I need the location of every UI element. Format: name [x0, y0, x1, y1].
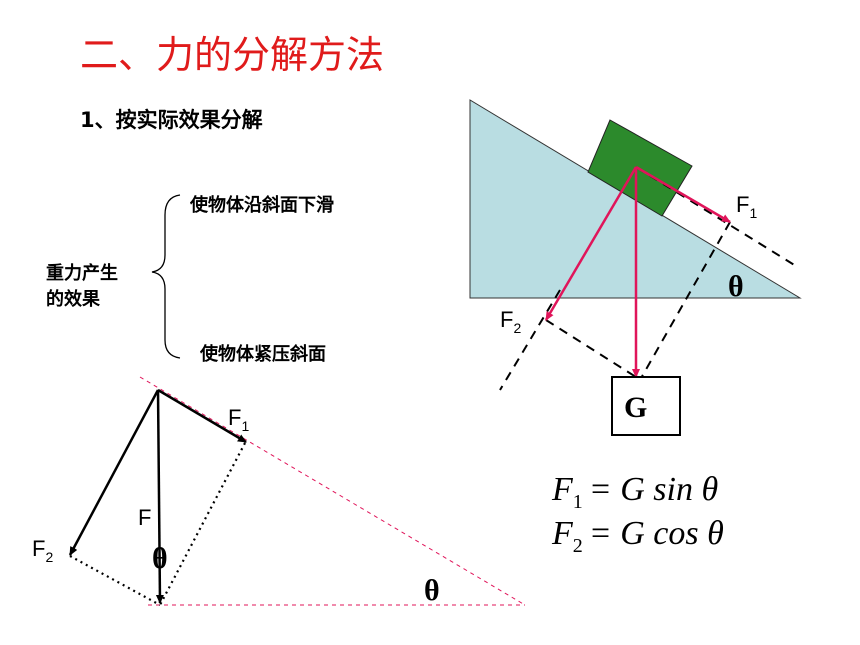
triangle-f2-label: F2 [32, 536, 53, 565]
triangle-outer-angle: θ [424, 574, 440, 607]
gravity-effect-label-line1: 重力产生 [46, 263, 118, 284]
force-f2-arrow [544, 166, 638, 321]
triangle-f1-label: F1 [228, 405, 249, 434]
guide-line-slope [139, 376, 526, 606]
curly-brace [151, 194, 181, 359]
formula-f1: F1= G sin θ [551, 471, 718, 513]
gravity-label: G [624, 391, 647, 424]
incline-f2-label: F2 [500, 307, 521, 336]
incline-f1-label: F1 [736, 192, 757, 221]
incline-angle-label: θ [728, 270, 744, 303]
dotted-guide [69, 555, 161, 606]
force-f1-arrow [635, 165, 731, 224]
triangle-f-label: F [138, 505, 151, 530]
triangle-f-arrow [155, 389, 164, 604]
gravity-effect-label: 重力产生 的效果 [46, 261, 118, 313]
section-subtitle: 1、按实际效果分解 [80, 108, 263, 132]
gravity-effect-label-line2: 的效果 [46, 289, 100, 310]
gravity-box [611, 376, 681, 436]
dashed-guide [499, 289, 561, 391]
formula-f2: F2= G cos θ [551, 515, 724, 557]
dotted-guide [159, 442, 246, 606]
dashed-guide [639, 221, 731, 381]
triangle-f1-arrow [157, 388, 247, 444]
triangle-inner-angle: θ [152, 542, 168, 575]
triangle-f2-arrow [68, 389, 160, 556]
slide-title: 二、力的分解方法 [80, 33, 385, 77]
effect-slide-down: 使物体沿斜面下滑 [190, 195, 334, 216]
dashed-guide [545, 319, 637, 378]
effect-press-incline: 使物体紧压斜面 [200, 344, 326, 365]
